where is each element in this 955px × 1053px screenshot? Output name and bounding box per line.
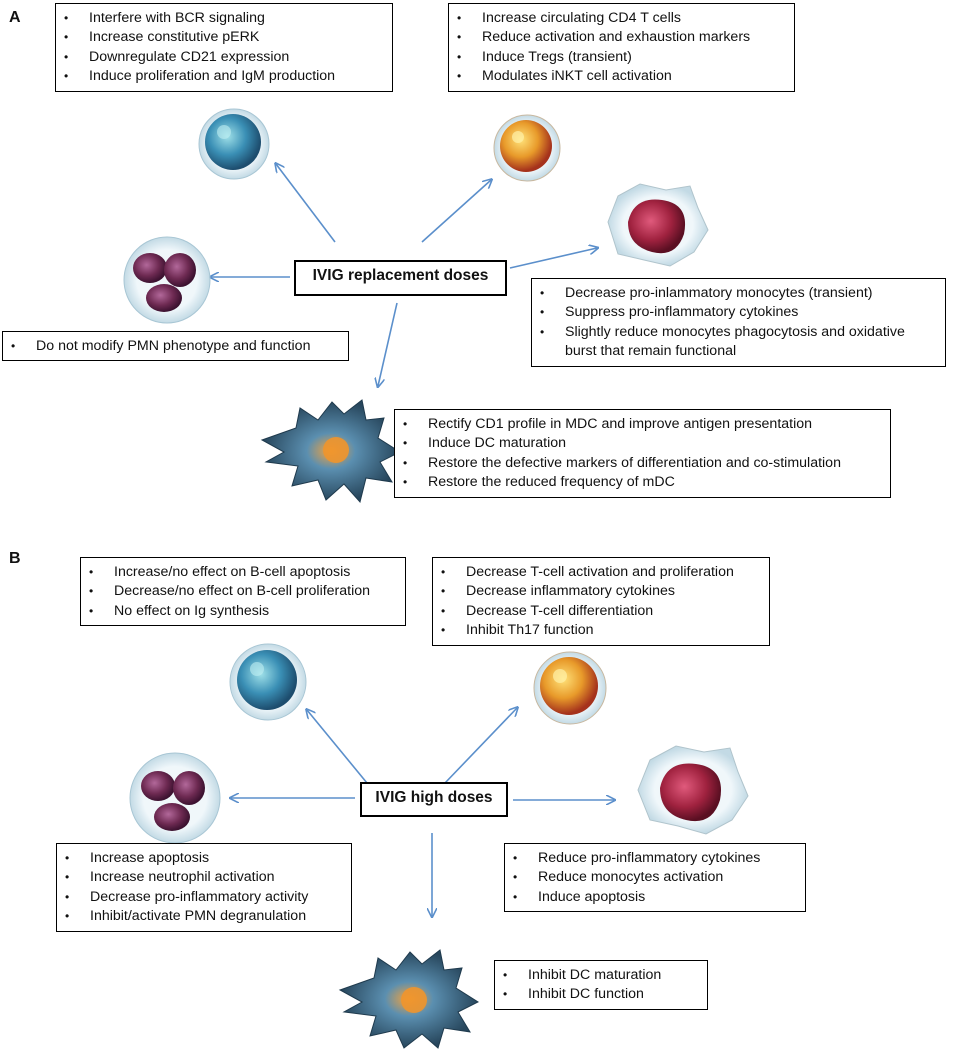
panel-a-label: A	[9, 9, 21, 26]
b-pmn-effects-box: Increase apoptosis Increase neutrophil a…	[56, 843, 352, 932]
b-monocyte-effects-box: Reduce pro-inflammatory cytokines Reduce…	[504, 843, 806, 913]
effect-item: Suppress pro-inflammatory cytokines	[540, 303, 937, 323]
effect-item: Interfere with BCR signaling	[64, 9, 384, 29]
effect-item: Induce apoptosis	[513, 888, 797, 908]
monocyte-icon	[637, 745, 749, 835]
effect-item: Do not modify PMN phenotype and function	[11, 337, 340, 357]
t-cell-icon	[493, 114, 561, 182]
dendritic-cell-icon	[260, 399, 402, 504]
b-cell-icon	[229, 643, 307, 721]
effect-item: Modulates iNKT cell activation	[457, 67, 786, 87]
arrow-a-to-tcell	[421, 180, 491, 243]
effect-item: Induce DC maturation	[403, 434, 882, 454]
effect-item: No effect on Ig synthesis	[89, 602, 397, 622]
effect-item: Reduce activation and exhaustion markers	[457, 28, 786, 48]
monocyte-icon	[607, 183, 709, 267]
effect-item: Downregulate CD21 expression	[64, 48, 384, 68]
effect-item: Decrease/no effect on B-cell proliferati…	[89, 582, 397, 602]
effect-item: Inhibit Th17 function	[441, 621, 761, 641]
effect-item: Slightly reduce monocytes phagocytosis a…	[540, 323, 937, 362]
effect-item: Inhibit DC maturation	[503, 966, 699, 986]
effect-item: Increase apoptosis	[65, 849, 343, 869]
b-tcell-effects-box: Decrease T-cell activation and prolifera…	[432, 557, 770, 646]
a-bcell-effects-box: Interfere with BCR signaling Increase co…	[55, 3, 393, 92]
effect-item: Induce proliferation and IgM production	[64, 67, 384, 87]
center-box-high-doses: IVIG high doses	[360, 782, 508, 817]
effect-item: Restore the reduced frequency of mDC	[403, 473, 882, 493]
effect-item: Decrease inflammatory cytokines	[441, 582, 761, 602]
effect-item: Decrease T-cell differentiation	[441, 602, 761, 622]
a-pmn-effects-box: Do not modify PMN phenotype and function	[2, 331, 349, 362]
b-dc-effects-box: Inhibit DC maturation Inhibit DC functio…	[494, 960, 708, 1010]
neutrophil-icon	[123, 236, 211, 324]
effect-item: Increase neutrophil activation	[65, 868, 343, 888]
effect-item: Increase constitutive pERK	[64, 28, 384, 48]
effect-item: Reduce pro-inflammatory cytokines	[513, 849, 797, 869]
arrow-a-to-dc	[378, 302, 398, 386]
effect-item: Decrease pro-inlammatory monocytes (tran…	[540, 284, 937, 304]
neutrophil-icon	[129, 752, 221, 844]
arrow-a-to-bcell	[276, 164, 336, 243]
effect-item: Induce Tregs (transient)	[457, 48, 786, 68]
arrow-b-to-bcell	[307, 710, 368, 784]
effect-item: Reduce monocytes activation	[513, 868, 797, 888]
effect-item: Increase circulating CD4 T cells	[457, 9, 786, 29]
b-bcell-effects-box: Increase/no effect on B-cell apoptosis D…	[80, 557, 406, 627]
arrow-b-to-tcell	[444, 708, 517, 784]
effect-item: Inhibit/activate PMN degranulation	[65, 907, 343, 927]
arrow-a-to-monocyte	[509, 248, 597, 269]
effect-item: Decrease T-cell activation and prolifera…	[441, 563, 761, 583]
a-monocyte-effects-box: Decrease pro-inlammatory monocytes (tran…	[531, 278, 946, 367]
effect-item: Rectify CD1 profile in MDC and improve a…	[403, 415, 882, 435]
panel-b-label: B	[9, 550, 21, 567]
b-cell-icon	[198, 108, 270, 180]
effect-item: Restore the defective markers of differe…	[403, 454, 882, 474]
effect-item: Increase/no effect on B-cell apoptosis	[89, 563, 397, 583]
dendritic-cell-icon	[338, 949, 480, 1049]
center-box-replacement-doses: IVIG replacement doses	[294, 260, 507, 296]
effect-item: Decrease pro-inflammatory activity	[65, 888, 343, 908]
t-cell-icon	[533, 651, 607, 725]
a-tcell-effects-box: Increase circulating CD4 T cells Reduce …	[448, 3, 795, 92]
a-dc-effects-box: Rectify CD1 profile in MDC and improve a…	[394, 409, 891, 498]
effect-item: Inhibit DC function	[503, 985, 699, 1005]
